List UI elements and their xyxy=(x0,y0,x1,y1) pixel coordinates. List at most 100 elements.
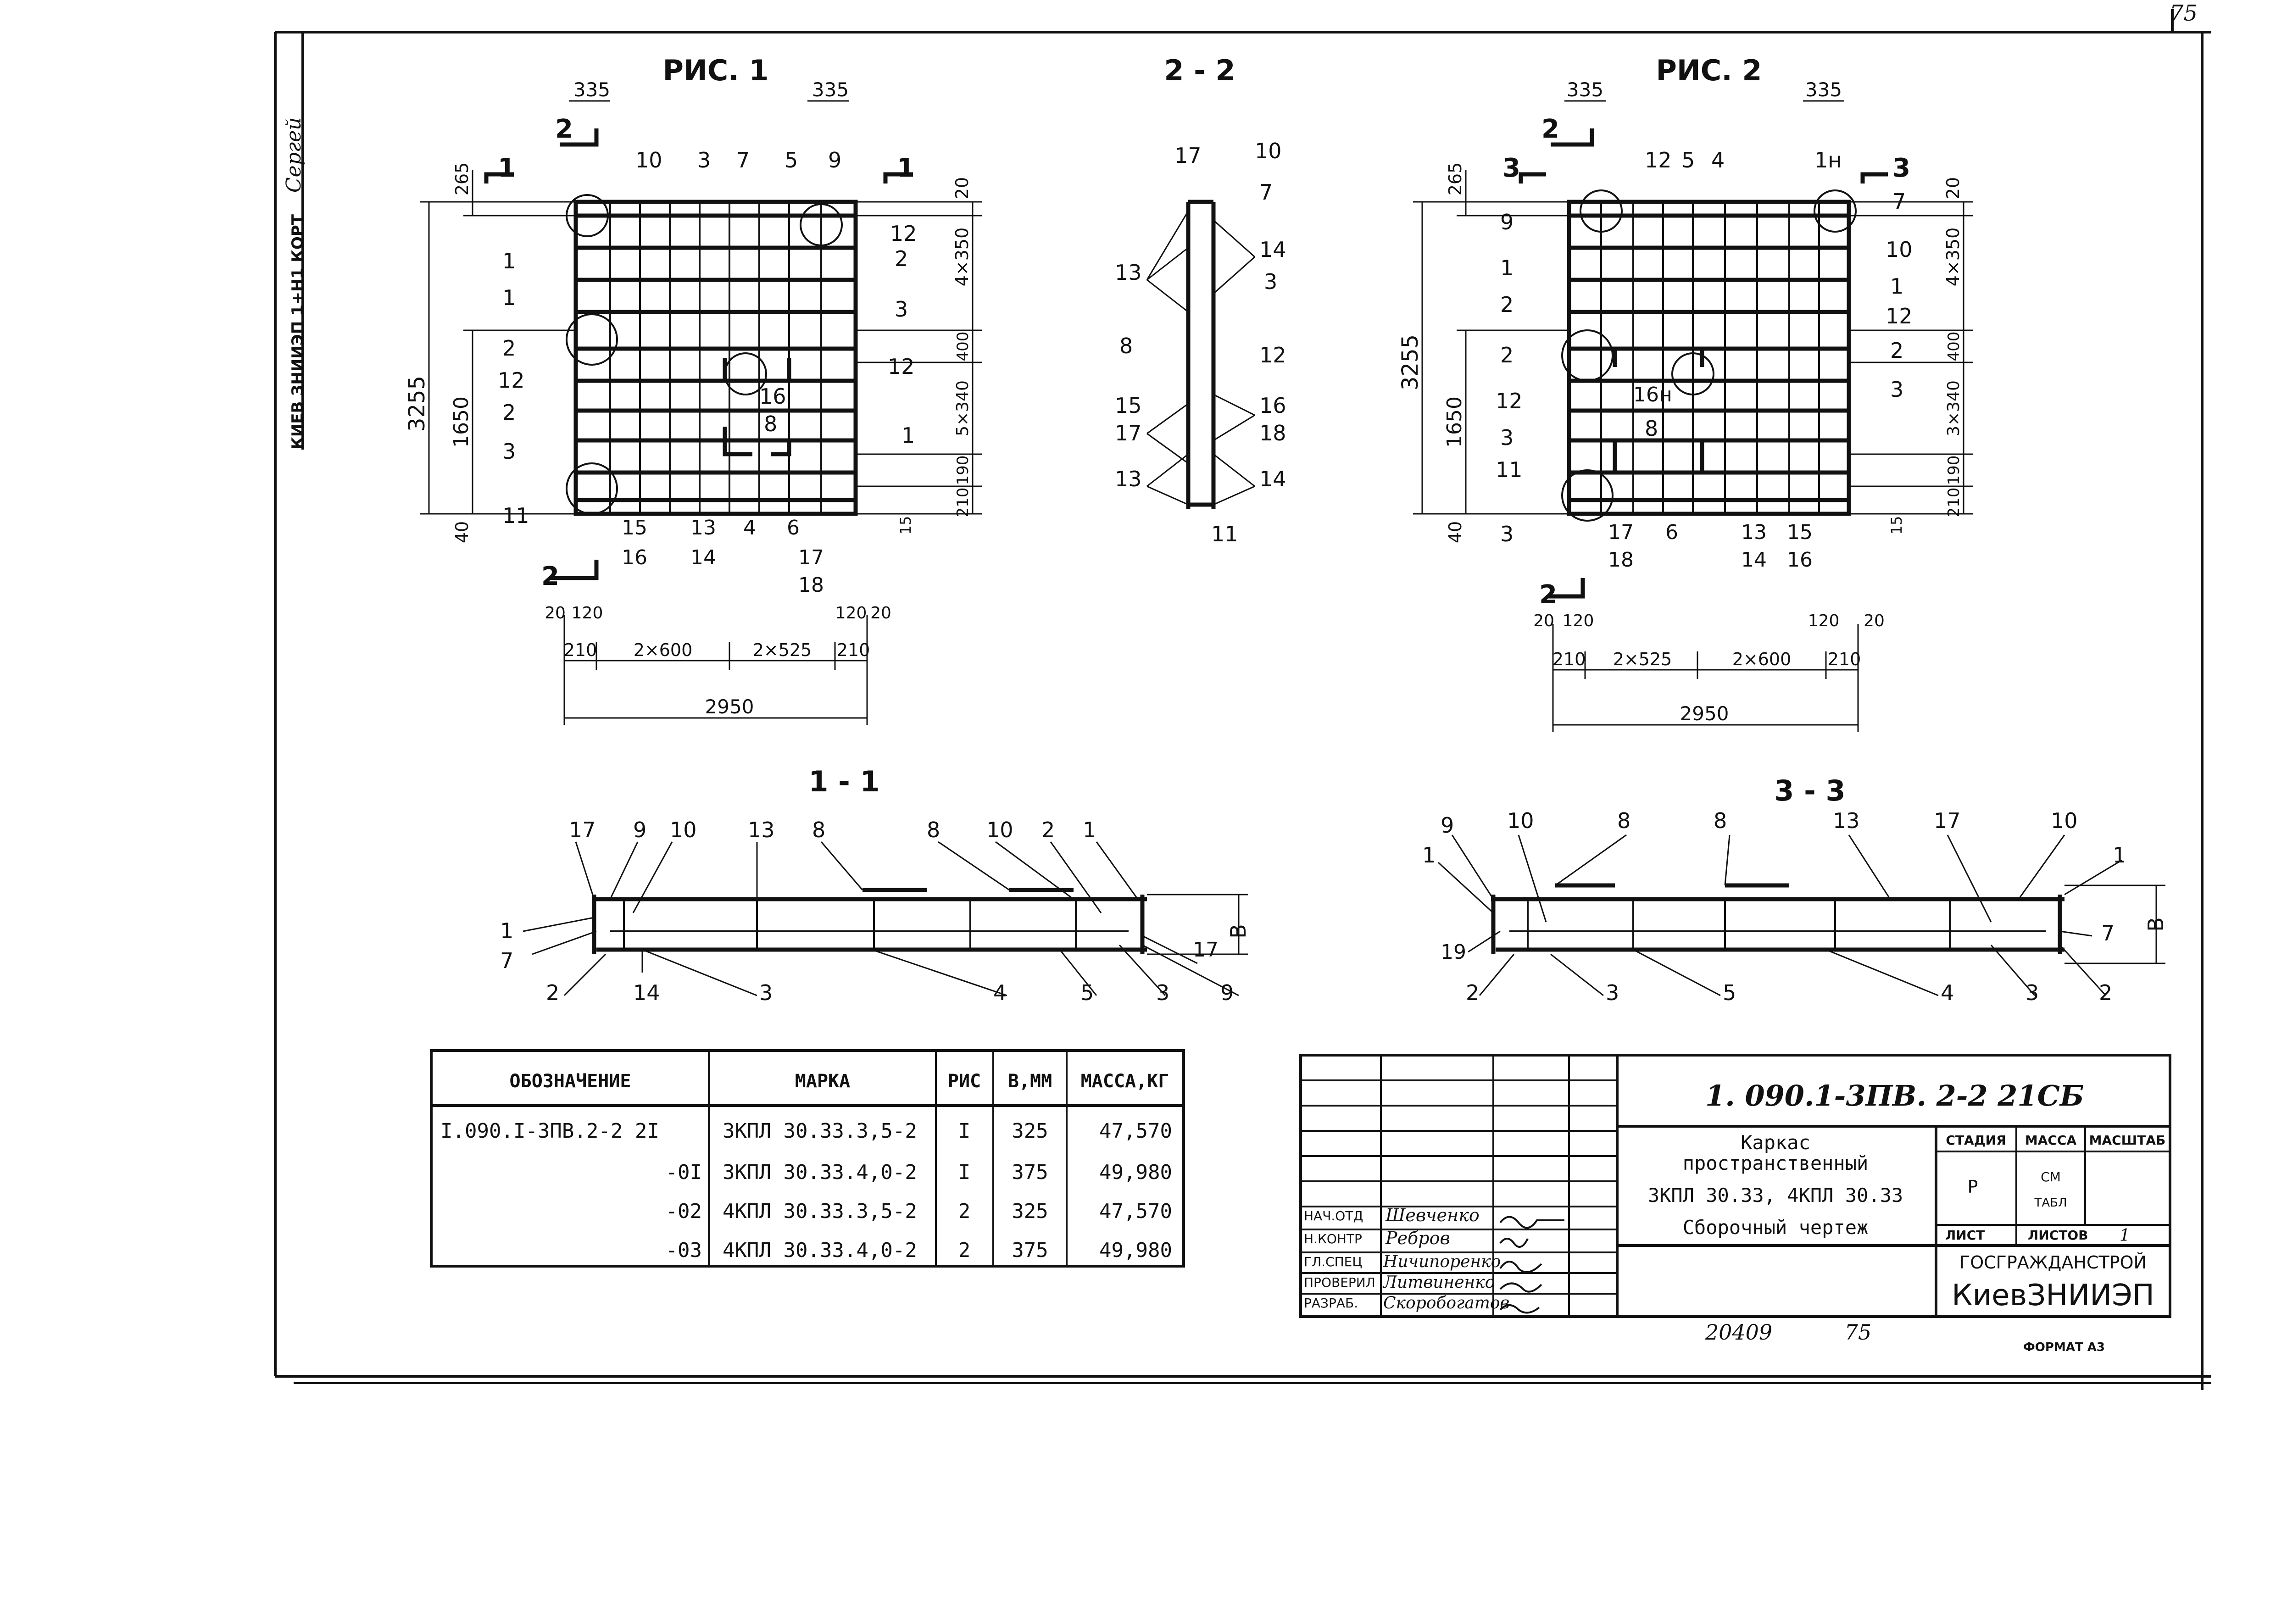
sec11-callout: 1 xyxy=(1083,818,1096,842)
fig2-callout: 7 xyxy=(1892,189,1906,214)
fig1-callout: 1 xyxy=(502,285,516,310)
spec-cell: 3КПЛ 30.33.3,5-2 xyxy=(723,1119,917,1143)
fig1-callout: 10 xyxy=(635,148,662,172)
fig1-dim-r5: 190 xyxy=(954,456,972,485)
fig1-callout: 9 xyxy=(828,148,841,172)
scale-header: МАСШТАБ xyxy=(2089,1133,2166,1148)
fig2-callout: 13 xyxy=(1741,521,1767,544)
fig2-callout: 3 xyxy=(1890,377,1903,402)
spec-cell: I.090.I-3ПВ.2-2 2I xyxy=(440,1119,659,1143)
fig1-dim-total: 2950 xyxy=(705,695,754,718)
sec22-callout: 15 xyxy=(1115,393,1142,418)
sec11-dim-b: В xyxy=(1226,924,1251,939)
sec11-callout: 2 xyxy=(546,980,559,1005)
sec22-callout: 17 xyxy=(1174,143,1202,168)
fig2-dim-265: 265 xyxy=(1445,162,1465,196)
sec22-callout: 13 xyxy=(1115,467,1142,491)
sec22-callout: 12 xyxy=(1259,343,1286,367)
title-block: 1. 090.1-3ПВ. 2-2 21СБ Каркас пространст… xyxy=(1299,1054,2171,1318)
fig1-dim-335-left: 335 xyxy=(573,78,610,101)
spec-cell: 47,570 xyxy=(1099,1119,1172,1143)
spec-cell: 325 xyxy=(1012,1119,1048,1143)
sec11-callout: 8 xyxy=(812,818,825,842)
fig1-dim-40: 40 xyxy=(452,521,472,543)
role-label: Н.КОНТР xyxy=(1304,1231,1362,1246)
sec22-callout: 7 xyxy=(1259,180,1273,205)
sec22-callout: 8 xyxy=(1119,334,1133,358)
spec-header-b: B,ММ xyxy=(1008,1071,1052,1092)
spec-cell: 375 xyxy=(1012,1161,1048,1184)
fig1-dim-265: 265 xyxy=(452,162,472,196)
role-label: ГЛ.СПЕЦ xyxy=(1304,1254,1362,1269)
archive-number: 20409 xyxy=(1705,1320,1772,1345)
fig2-callout: 11 xyxy=(1496,457,1523,482)
fig1-callout: 14 xyxy=(690,546,716,569)
left-stamp-signature: Сергей xyxy=(282,117,306,193)
sec33-callout: 9 xyxy=(1441,813,1454,838)
sheet-frame xyxy=(274,9,2211,1390)
fig2-callout: 17 xyxy=(1608,521,1634,544)
sec11-callout: 8 xyxy=(927,818,940,842)
fig2-dim-r3: 400 xyxy=(1945,332,1963,362)
fig1-dim-r6: 210 xyxy=(954,488,972,517)
sheets-value: 1 xyxy=(2120,1226,2130,1245)
sec33-callout: 13 xyxy=(1833,808,1860,833)
fig1-callout: 2 xyxy=(502,336,516,361)
fig2-callout: 6 xyxy=(1665,521,1678,544)
document-code: 1. 090.1-3ПВ. 2-2 21СБ xyxy=(1705,1079,2084,1112)
sec22-callout: 18 xyxy=(1259,421,1286,445)
section-3-3-view: 3 - 3 xyxy=(1422,774,2168,1005)
fig1-callout: 12 xyxy=(888,354,915,379)
fig1-callout: 6 xyxy=(787,516,800,539)
fig1-dim-b2: 120 xyxy=(572,604,603,623)
fig2-callout: 2 xyxy=(1890,338,1903,363)
stage-value: Р xyxy=(1968,1177,1978,1197)
fig2-dim-1650: 1650 xyxy=(1443,396,1466,448)
sec11-callout: 10 xyxy=(670,818,697,842)
fig1-dim-1650: 1650 xyxy=(450,396,473,448)
spec-cell: 3КПЛ 30.33.4,0-2 xyxy=(723,1161,917,1184)
sec11-callout: 2 xyxy=(1041,818,1055,842)
sec33-callout: 2 xyxy=(2099,980,2112,1005)
sec33-dim-b: В xyxy=(2143,917,2168,932)
format-label: ФОРМАТ А3 xyxy=(2023,1340,2105,1354)
sec11-callout: 9 xyxy=(1220,980,1234,1005)
sheet-header: ЛИСТ xyxy=(1945,1228,1985,1243)
sec11-callout: 17 xyxy=(1193,938,1219,962)
fig2-callout: 3 xyxy=(1500,522,1514,546)
sec11-callout: 3 xyxy=(759,980,773,1005)
sec33-callout: 1 xyxy=(2113,843,2126,868)
org-institute: КиевЗНИИЭП xyxy=(1952,1279,2154,1313)
fig1-callout: 3 xyxy=(697,148,711,172)
person-name: Ничипоренко xyxy=(1383,1252,1501,1271)
fig2-callout: 1н xyxy=(1814,148,1842,172)
fig2-dim-c1: 210 xyxy=(1552,649,1586,669)
fig1-callout: 3 xyxy=(895,297,908,322)
fig2-callout: 1 xyxy=(1500,256,1514,280)
sec22-callout: 10 xyxy=(1255,139,1282,163)
fig1-dim-r7: 15 xyxy=(897,516,914,535)
fig2-dim-40: 40 xyxy=(1445,521,1465,543)
fig2-dim-3255: 3255 xyxy=(1397,334,1423,390)
spec-cell: 4КПЛ 30.33.4,0-2 xyxy=(723,1239,917,1262)
sec33-callout: 19 xyxy=(1441,940,1466,964)
fig2-dim-335-right: 335 xyxy=(1805,78,1842,101)
fig2-dim-r4: 3×340 xyxy=(1944,380,1963,436)
sec11-callout: 7 xyxy=(500,948,513,973)
section-2-2-view: 2 - 2 17 10 7 14 3 1 xyxy=(1115,54,1286,546)
fig1-dim-r3: 400 xyxy=(954,332,972,362)
fig1-callout: 16 xyxy=(622,546,647,569)
section-2-2-title: 2 - 2 xyxy=(1164,54,1235,87)
sec33-callout: 17 xyxy=(1934,808,1961,833)
spec-cell: 325 xyxy=(1012,1200,1048,1223)
fig1-title: РИС. 1 xyxy=(662,54,768,87)
fig1-callout: 17 xyxy=(798,546,824,569)
role-label: РАЗРАБ. xyxy=(1304,1296,1358,1311)
sec33-callout: 1 xyxy=(1422,843,1436,868)
title-name-line1: Каркас xyxy=(1741,1131,1810,1154)
fig1-dim-335-right: 335 xyxy=(812,78,849,101)
fig1-callout: 1 xyxy=(901,423,915,448)
fig2-dim-r2: 4×350 xyxy=(1943,228,1963,287)
spec-cell: 375 xyxy=(1012,1239,1048,1262)
